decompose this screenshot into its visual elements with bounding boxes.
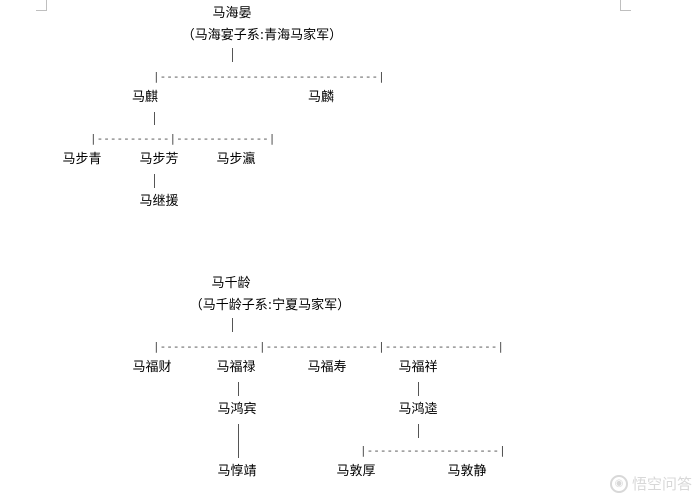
tree2-left-line <box>238 424 239 458</box>
tree2-child-2: 马福禄 <box>216 360 256 375</box>
tree2-child4-line <box>418 382 419 396</box>
tree2-child2-line <box>238 382 239 396</box>
tree1-connector-mid: |-----------|--------------| <box>90 132 276 145</box>
tree2-root: 马千龄 <box>211 276 251 291</box>
tree2-right-line <box>418 424 419 438</box>
tree1-grandchild-2: 马步芳 <box>139 152 179 167</box>
tree2-root-line <box>232 318 233 332</box>
tree2-root-note: （马千龄子系:宁夏马家军） <box>189 298 351 313</box>
tree1-root-line <box>232 48 233 62</box>
tree1-root: 马海晏 <box>212 6 252 21</box>
tree2-child-1: 马福财 <box>132 360 172 375</box>
tree2-connector-top: |---------------|-----------------|-----… <box>153 340 504 353</box>
tree2-great-grandchild-1: 马敦厚 <box>336 464 376 479</box>
tree2-grandchild-right: 马鸿逵 <box>398 402 438 417</box>
tree1-child-1: 马麒 <box>131 90 159 105</box>
tree2-connector-bottom: |--------------------| <box>360 444 506 457</box>
tree2-grandchild-left: 马鸿宾 <box>217 402 257 417</box>
watermark-text: 悟空问答 <box>631 475 692 493</box>
tree2-child-3: 马福寿 <box>307 360 347 375</box>
tree1-child-2: 马麟 <box>307 90 335 105</box>
tree1-grandchild-3: 马步瀛 <box>216 152 256 167</box>
tree1-connector-top: |---------------------------------| <box>153 70 385 83</box>
tree1-root-note: （马海宴子系:青海马家军） <box>181 28 343 43</box>
toutiao-logo-icon: ◉ <box>609 474 628 493</box>
tree1-great-grandchild: 马继援 <box>139 194 179 209</box>
tree2-great-grandchild-left: 马惇靖 <box>217 464 257 479</box>
tree2-child-4: 马福祥 <box>398 360 438 375</box>
tree2-great-grandchild-2: 马敦静 <box>447 464 487 479</box>
page-corner-mark-right <box>620 0 631 11</box>
tree1-child1-line <box>154 112 155 125</box>
watermark: ◉ 悟空问答 <box>609 473 692 494</box>
tree1-grandchild2-line <box>154 174 155 188</box>
page-corner-mark-left <box>36 0 47 11</box>
tree1-grandchild-1: 马步青 <box>62 152 102 167</box>
